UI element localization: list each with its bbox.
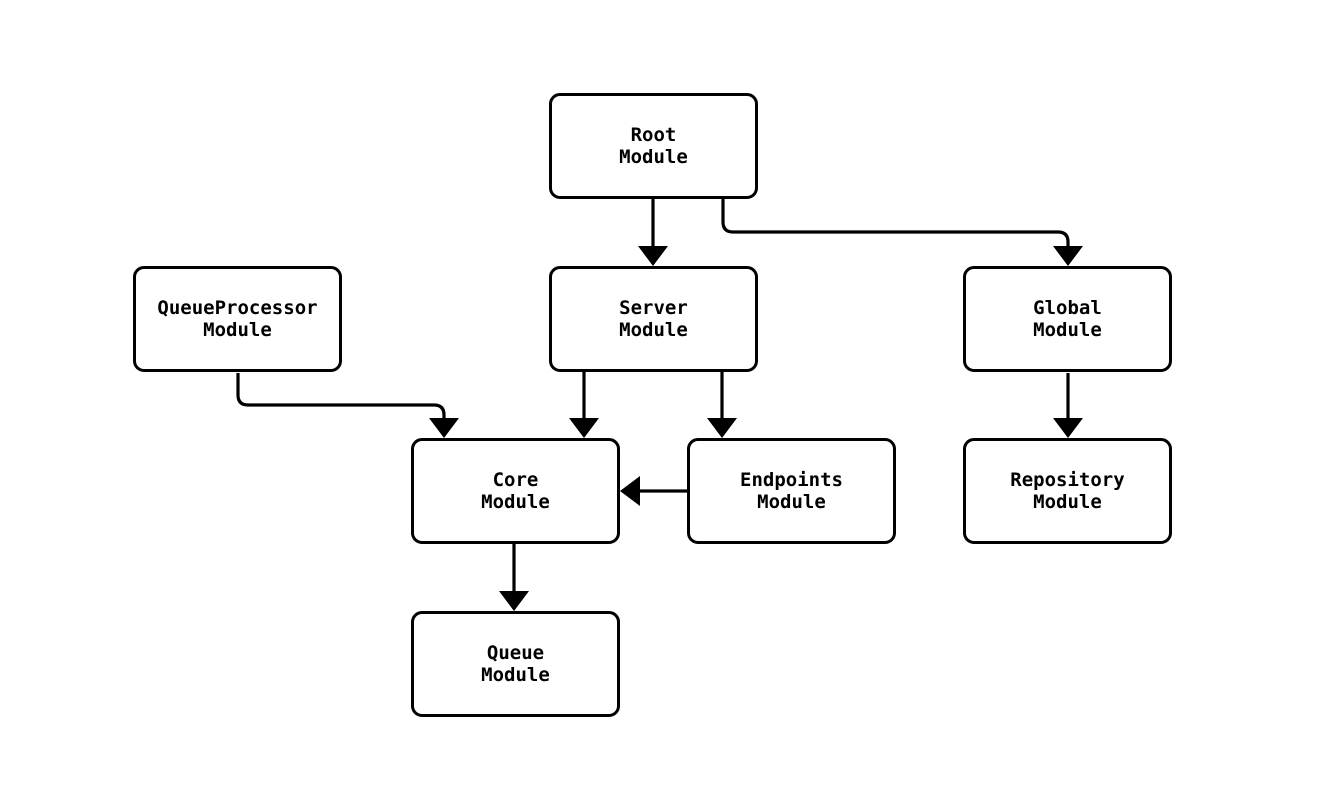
edge-queueprocessor-to-core [236,373,459,438]
node-label-line: Module [1033,491,1102,513]
node-label-line: Module [481,664,550,686]
node-label-line: Module [481,491,550,513]
node-server-module: Server Module [549,266,758,372]
node-queueprocessor-module: QueueProcessor Module [133,266,342,372]
node-label-line: Module [1033,319,1102,341]
node-label-line: Core [492,469,539,491]
node-label-line: Endpoints [740,469,843,491]
node-core-module: Core Module [411,438,620,544]
node-label-line: Root [630,124,677,146]
node-label-line: Server [619,297,688,319]
node-repository-module: Repository Module [963,438,1172,544]
node-endpoints-module: Endpoints Module [687,438,896,544]
node-label-line: Module [757,491,826,513]
node-global-module: Global Module [963,266,1172,372]
node-label-line: Module [619,319,688,341]
node-label-line: Global [1033,297,1102,319]
node-label-line: Module [203,319,272,341]
node-queue-module: Queue Module [411,611,620,717]
node-label-line: QueueProcessor [157,297,318,319]
node-label-line: Module [619,146,688,168]
node-root-module: Root Module [549,93,758,199]
node-label-line: Repository [1010,469,1125,491]
node-label-line: Queue [486,642,545,664]
edge-root-to-global [721,198,1083,266]
